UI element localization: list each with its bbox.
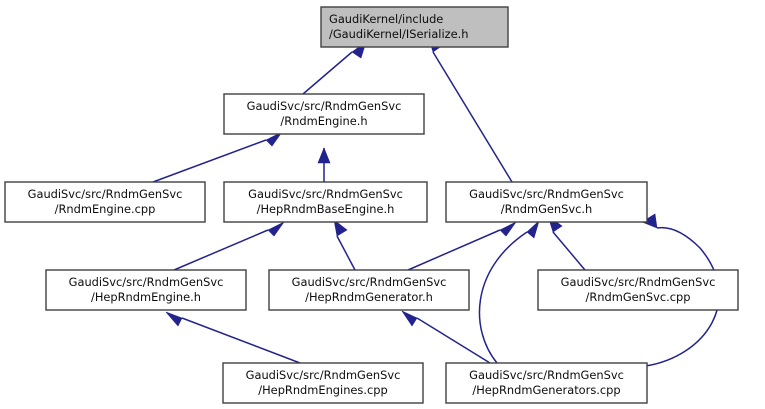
node-label-line2: /HepRndmBaseEngine.h [257, 202, 395, 216]
node-heprndmengines_cpp[interactable]: GaudiSvc/src/RndmGenSvc/HepRndmEngines.c… [222, 362, 424, 404]
edge-heprndmbaseengine_h-to-rndmengine_h [317, 147, 331, 182]
node-label-line2: /HepRndmGenerators.cpp [472, 383, 620, 397]
node-heprndmgenerators_cpp[interactable]: GaudiSvc/src/RndmGenSvc/HepRndmGenerator… [445, 362, 648, 404]
node-box[interactable] [320, 6, 509, 48]
node-rndmengine_h[interactable]: GaudiSvc/src/RndmGenSvc/RndmEngine.h [223, 93, 425, 135]
node-box[interactable] [45, 269, 247, 311]
node-heprndmbaseengine_h[interactable]: GaudiSvc/src/RndmGenSvc/HepRndmBaseEngin… [223, 181, 428, 223]
node-layer: GaudiKernel/include/GaudiKernel/ISeriali… [4, 6, 739, 404]
arrowhead-icon [333, 219, 348, 237]
edge-line [173, 229, 269, 271]
edge-line [302, 51, 353, 95]
node-label-line1: GaudiSvc/src/RndmGenSvc [247, 99, 402, 113]
node-label-line1: GaudiSvc/src/RndmGenSvc [28, 187, 183, 201]
edge-line [336, 235, 356, 271]
node-heprndmengine_h[interactable]: GaudiSvc/src/RndmGenSvc/HepRndmEngine.h [45, 269, 247, 311]
node-iserialize[interactable]: GaudiKernel/include/GaudiKernel/ISeriali… [320, 6, 509, 48]
node-label-line2: /RndmEngine.h [280, 114, 367, 128]
node-box[interactable] [537, 269, 739, 311]
arrowhead-icon [265, 131, 283, 147]
node-label-line2: /HepRndmEngine.h [91, 290, 201, 304]
node-label-line1: GaudiSvc/src/RndmGenSvc [69, 275, 224, 289]
edge-heprndmengine_h-to-heprndmbaseengine_h [173, 221, 285, 271]
edge-heprndmgenerators_cpp-to-heprndmgenerator_h [401, 310, 491, 364]
node-label-line1: GaudiSvc/src/RndmGenSvc [561, 275, 716, 289]
arrowhead-icon [499, 221, 517, 237]
edge-heprndmengines_cpp-to-heprndmengine_h [165, 311, 301, 364]
edge-line [416, 317, 491, 364]
arrowhead-icon [317, 147, 331, 164]
node-label-line1: GaudiKernel/include [329, 12, 443, 26]
node-label-line1: GaudiSvc/src/RndmGenSvc [246, 368, 401, 382]
node-box[interactable] [222, 362, 424, 404]
node-box[interactable] [223, 93, 425, 135]
edge-line [181, 317, 301, 364]
node-label-line2: /HepRndmEngines.cpp [258, 383, 387, 397]
node-box[interactable] [445, 181, 648, 223]
node-rndmgensvc_h[interactable]: GaudiSvc/src/RndmGenSvc/RndmGenSvc.h [445, 181, 648, 223]
node-label-line2: /GaudiKernel/ISerialize.h [329, 27, 468, 41]
edge-rndmengine_cpp-to-rndmengine_h [152, 131, 283, 183]
node-label-line2: /RndmGenSvc.cpp [586, 290, 691, 304]
arrowhead-icon [641, 213, 658, 229]
node-label-line1: GaudiSvc/src/RndmGenSvc [248, 187, 403, 201]
node-label-line2: /HepRndmGenerator.h [305, 290, 433, 304]
edge-line [552, 231, 586, 271]
edge-line [432, 51, 513, 183]
edge-layer [152, 34, 720, 367]
edge-line [478, 231, 528, 364]
arrowhead-icon [401, 310, 418, 327]
arrowhead-icon [267, 221, 285, 237]
node-label-line1: GaudiSvc/src/RndmGenSvc [469, 187, 624, 201]
node-box[interactable] [445, 362, 648, 404]
edge-heprndmgenerators_cpp-to-rndmgensvc_h [478, 220, 540, 364]
node-box[interactable] [268, 269, 470, 311]
arrowhead-icon [526, 220, 540, 239]
edge-heprndmgenerator_h-to-rndmgensvc_h [407, 221, 517, 271]
edge-line [407, 229, 501, 271]
node-heprndmgenerator_h[interactable]: GaudiSvc/src/RndmGenSvc/HepRndmGenerator… [268, 269, 470, 311]
edge-line [152, 139, 267, 183]
arrowhead-icon [165, 311, 183, 327]
node-label-line1: GaudiSvc/src/RndmGenSvc [292, 275, 447, 289]
node-label-line2: /RndmEngine.cpp [55, 202, 156, 216]
node-rndmgensvc_cpp[interactable]: GaudiSvc/src/RndmGenSvc/RndmGenSvc.cpp [537, 269, 739, 311]
node-rndmengine_cpp[interactable]: GaudiSvc/src/RndmGenSvc/RndmEngine.cpp [4, 181, 206, 223]
node-label-line1: GaudiSvc/src/RndmGenSvc [469, 368, 624, 382]
node-box[interactable] [223, 181, 428, 223]
edge-heprndmgenerator_h-to-heprndmbaseengine_h [333, 219, 356, 271]
node-label-line2: /RndmGenSvc.h [501, 202, 592, 216]
node-box[interactable] [4, 181, 206, 223]
